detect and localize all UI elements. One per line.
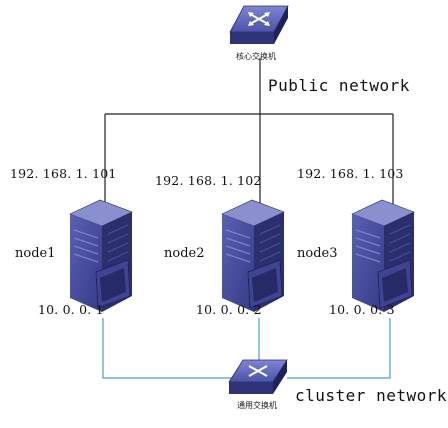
cluster-switch-icon <box>228 359 288 394</box>
node1-cluster-line <box>102 318 232 379</box>
node3-label: node3 <box>297 246 338 261</box>
public-network-lines <box>104 58 394 207</box>
server-icon-node1 <box>69 199 133 312</box>
core-switch-label: 核心交换机 <box>236 52 276 61</box>
node2-public-ip: 192. 168. 1. 102 <box>155 173 262 188</box>
node3-cluster-line <box>287 318 391 379</box>
node2-cluster-ip: 10. 0. 0. 2 <box>196 302 262 317</box>
server-icon-node2 <box>221 199 285 312</box>
node1-cluster-ip: 10. 0. 0. 1 <box>38 302 104 317</box>
node1-label: node1 <box>15 246 56 261</box>
node2-label: node2 <box>164 246 205 261</box>
node3-cluster-ip: 10. 0. 0. 3 <box>329 302 395 317</box>
core-switch-icon <box>229 5 289 44</box>
cluster-switch-label: 通用交换机 <box>237 401 277 410</box>
cluster-network-label: cluster network <box>295 386 447 405</box>
node1-public-ip: 192. 168. 1. 101 <box>10 166 117 181</box>
server-icon-node3 <box>351 199 415 312</box>
node3-public-ip: 192. 168. 1. 103 <box>297 166 404 181</box>
cluster-network-lines <box>102 318 391 379</box>
public-network-label: Public network <box>268 76 410 95</box>
